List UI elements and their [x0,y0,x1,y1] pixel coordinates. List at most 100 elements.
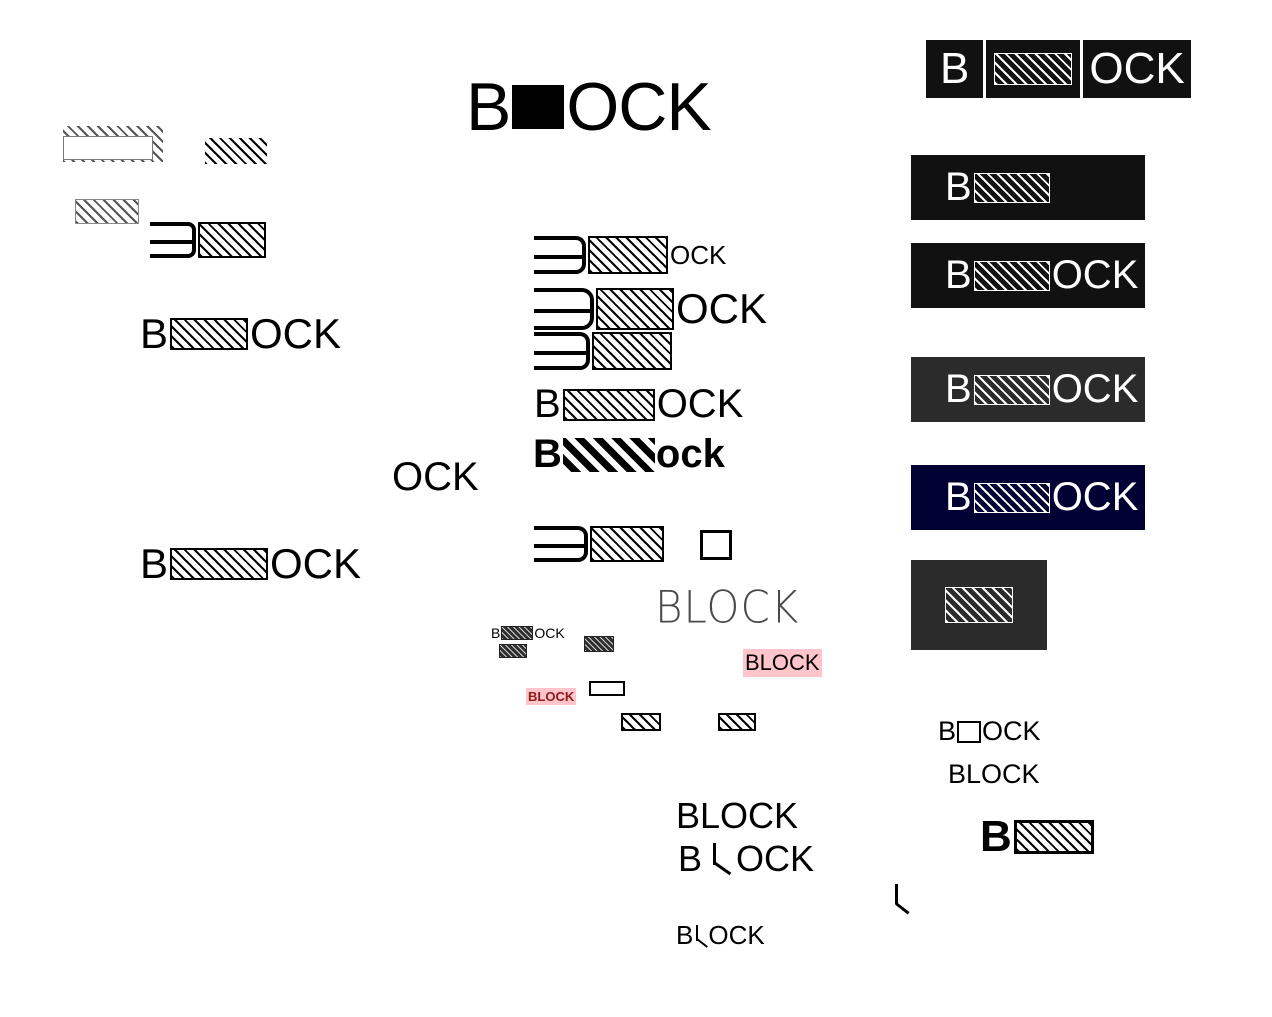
center-item-5 [534,526,664,562]
prefix-b: B [491,625,501,641]
pink-block-big: BLOCK [743,649,822,677]
gray-hatch-bar [75,199,139,224]
tiny-dark-bar-1 [499,644,527,658]
inverted-hatch-bar-icon [562,437,655,472]
suffix-ock: OCK [736,838,815,879]
suffix-ock-lower: ock [655,432,725,476]
suffix-ock: OCK [708,920,765,950]
panel-1-seg-b: B [926,40,984,98]
hatch-bar-icon [170,548,269,580]
suffix-ock: OCK [1051,253,1139,297]
thin-block-text: BLOCK [655,582,799,633]
angled-l-icon [893,884,913,916]
prefix-b: B [140,310,169,357]
hatch-bar-icon [592,332,672,370]
suffix-ock: OCK [1051,475,1139,519]
right-plain: BLOCK [948,759,1040,790]
solid-block-icon [512,85,565,129]
panel-5: B OCK [911,465,1145,530]
hatch-bar-icon [205,138,267,164]
prefix-b: B [945,165,972,209]
prefix-b: B [945,253,972,297]
white-hatch-bar-icon [994,53,1073,85]
hollow-square [700,530,732,560]
angled-l-icon [706,841,732,877]
dense-hatch-bar-icon [501,626,534,640]
center-item-1: OCK [534,236,726,274]
hatch-bar-icon [596,288,674,330]
right-plain-label: BLOCK [948,759,1040,789]
white-hatch-bar-icon [973,260,1050,291]
orphan-ock-text: OCK [392,455,479,499]
suffix-ock: OCK [676,285,768,332]
center-item-3 [534,332,672,370]
tiny-dark-bar-2 [584,636,614,652]
b-hatch-outline-1 [150,222,266,258]
hatch-bar-bottom-2 [718,713,756,731]
hatch-bar-icon [198,222,266,258]
center-item-4: B OCK [534,382,743,427]
b-outline-glyph [534,332,590,370]
b-outline-glyph [534,526,588,562]
hatch-bar-icon [170,318,249,350]
pink-block-label: BLOCK [745,650,820,675]
center-item-bold: B ock [533,432,725,477]
prefix-b: B [534,382,561,426]
hollow-box-icon [957,720,982,743]
hatch-bar-icon [621,713,661,731]
suffix-ock: OCK [1051,367,1139,411]
bLock-curved: B OCK [676,920,765,951]
suffix-ock: OCK [270,540,362,587]
prefix-b: B [678,838,703,879]
bl-ock-split: B OCK [678,838,814,880]
angled-l-orphan [893,884,913,916]
prefix-b: B [945,475,972,519]
b-outline-glyph [534,236,586,274]
hollow-bar-icon [589,681,625,696]
white-hatch-bar-icon [973,374,1050,405]
ock-orphan: OCK [392,455,479,500]
title-block: B OCK [466,68,712,146]
hollow-box-icon [700,530,732,560]
plain-block-label: BLOCK [676,795,799,836]
pink-block-small: BLOCK [526,688,577,705]
suffix-ock: OCK [982,716,1041,746]
hatch-bar-icon [588,236,668,274]
panel-2: B [911,155,1145,220]
prefix-b: B [140,540,169,587]
panel-1-seg-ock: OCK [1083,40,1191,98]
hatch-bar-icon [1013,820,1094,854]
panel-6 [911,560,1047,650]
title-suffix-ock: OCK [566,69,711,145]
prefix-b: B [980,812,1012,861]
right-b-hatch: B [980,812,1094,862]
hatch-bar-icon [562,388,655,421]
white-hatch-bar-icon [973,172,1050,203]
hatch-bar-icon [718,713,756,731]
prefix-b: B [676,920,694,950]
white-hatch-bar-icon [945,587,1013,623]
suffix-ock: OCK [656,382,744,426]
suffix-ock: OCK [1089,44,1185,93]
dense-hatch-bar-icon [499,644,527,658]
b-hatch-ock-left2: B OCK [140,540,361,588]
title-prefix-b: B [466,69,511,145]
white-overlay-rect [63,136,153,160]
hollow-bar-small [589,681,625,696]
gray-hatch-bar-icon [75,199,139,224]
plain-block-1: BLOCK [676,795,798,837]
suffix-ock: OCK [250,310,342,357]
panel-3: B OCK [911,243,1145,308]
panel-1: B OCK [926,40,1272,98]
small-hatch-bar [205,138,267,164]
dense-hatch-bar-icon [584,636,614,652]
center-item-2: OCK [534,285,767,333]
panel-1-seg-glyph [986,40,1081,98]
hatch-bar-bottom-1 [621,713,661,731]
prefix-b: B [938,716,957,746]
suffix-ock: OCK [670,239,727,270]
angled-l-icon [693,923,709,949]
hatch-bar-icon [590,526,664,562]
prefix-b: B [945,367,972,411]
b-outline-glyph [150,222,196,258]
